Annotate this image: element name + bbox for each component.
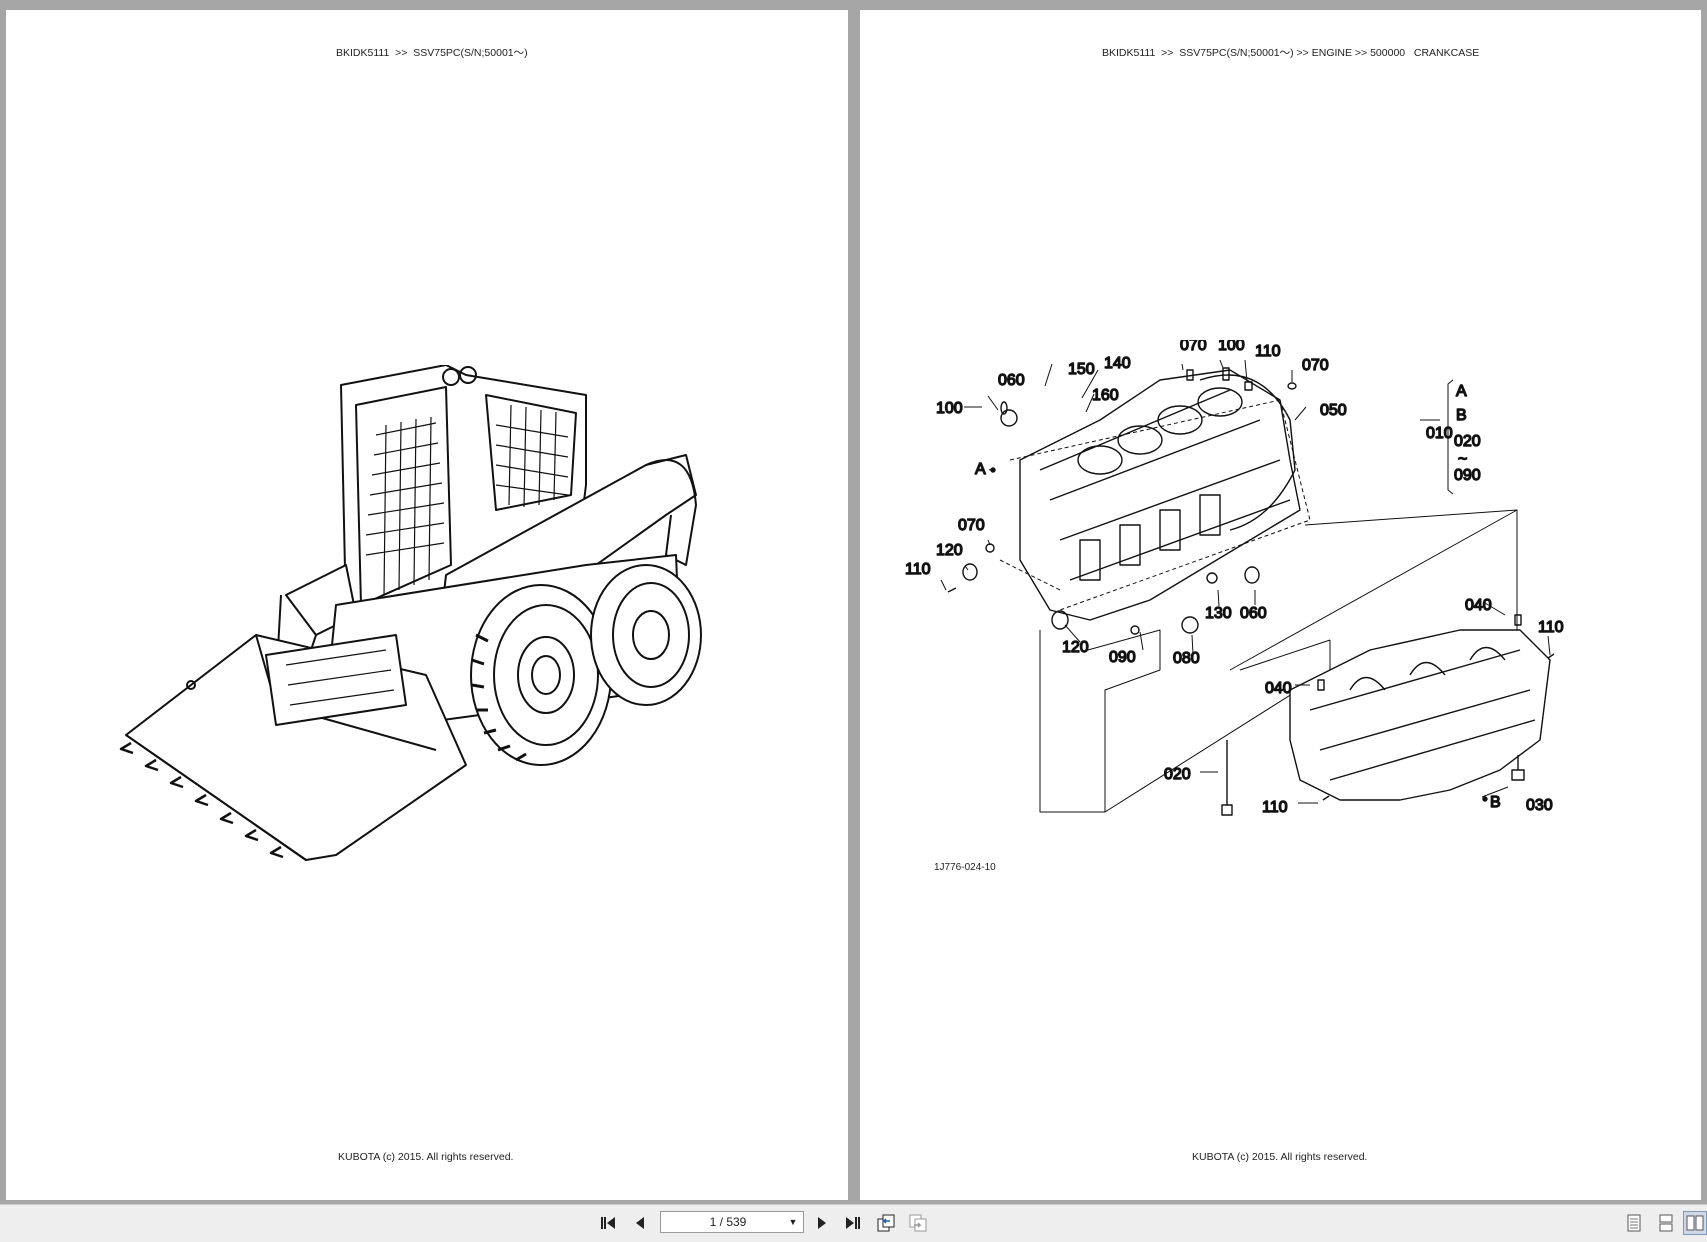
callout-A-ref: A [1456, 383, 1467, 400]
callout-090: 090 [1109, 649, 1136, 666]
two-page-view-icon[interactable] [1683, 1211, 1707, 1235]
callout-020: 020 [1454, 433, 1481, 450]
page-header: BKIDK5111 >> SSV75PC(S/N;50001〜) [336, 47, 528, 59]
chevron-down-icon[interactable]: ▼ [788, 1217, 798, 1227]
callout-080: 080 [1173, 650, 1200, 667]
callout-020: 020 [1164, 766, 1191, 783]
page-footer: KUBOTA (c) 2015. All rights reserved. [1192, 1151, 1368, 1163]
callout-110: 110 [1262, 799, 1288, 816]
pdf-viewer-toolbar: 1 / 539 ▼ [0, 1204, 1707, 1242]
callout-160: 160 [1092, 387, 1119, 404]
skid-steer-loader-illustration [119, 365, 702, 861]
page-number-field[interactable]: 1 / 539 ▼ [660, 1211, 804, 1233]
first-page-icon[interactable] [596, 1211, 620, 1235]
callout-040: 040 [1265, 680, 1292, 697]
callout-110: 110 [905, 561, 931, 578]
callout-110: 110 [1538, 619, 1564, 636]
go-forward-icon[interactable] [906, 1211, 930, 1235]
callout-010: 010 [1426, 425, 1453, 442]
go-back-icon[interactable] [874, 1211, 898, 1235]
callout-B-ref: B [1456, 407, 1467, 424]
callout-120: 120 [936, 542, 963, 559]
callout-150: 150 [1068, 361, 1095, 378]
callout-130: 130 [1205, 605, 1232, 622]
single-page-view-icon[interactable] [1622, 1211, 1646, 1235]
document-page-right: BKIDK5111 >> SSV75PC(S/N;50001〜) >> ENGI… [860, 10, 1701, 1200]
document-page-left: BKIDK5111 >> SSV75PC(S/N;50001〜) [6, 10, 848, 1200]
page-number-value: 1 / 539 [709, 1215, 747, 1229]
page-footer: KUBOTA (c) 2015. All rights reserved. [338, 1151, 514, 1163]
callout-070: 070 [958, 517, 985, 534]
crankcase-parts-diagram: 070 100 110 070 150 140 060 160 100 050 … [904, 340, 1564, 817]
callout-100: 100 [936, 400, 963, 417]
continuous-view-icon[interactable] [1654, 1211, 1678, 1235]
callout-040: 040 [1465, 597, 1492, 614]
callout-070: 070 [1302, 357, 1329, 374]
callout-060: 060 [1240, 605, 1267, 622]
diagram-code: 1J776-024-10 [934, 862, 996, 873]
callout-110: 110 [1255, 343, 1281, 360]
callout-070: 070 [1180, 340, 1207, 354]
callout-090: 090 [1454, 467, 1481, 484]
callout-A: A [975, 461, 986, 478]
callout-060: 060 [998, 372, 1025, 389]
callout-tilde: ~ [1458, 451, 1467, 468]
callout-140: 140 [1104, 355, 1131, 372]
page-header: BKIDK5111 >> SSV75PC(S/N;50001〜) >> ENGI… [1102, 47, 1480, 59]
callout-050: 050 [1320, 402, 1347, 419]
callout-100: 100 [1218, 340, 1245, 354]
last-page-icon[interactable] [841, 1211, 865, 1235]
next-page-icon[interactable] [810, 1211, 834, 1235]
callout-B: B [1490, 794, 1501, 811]
prev-page-icon[interactable] [628, 1211, 652, 1235]
callout-030: 030 [1526, 797, 1553, 814]
callout-120: 120 [1062, 639, 1089, 656]
